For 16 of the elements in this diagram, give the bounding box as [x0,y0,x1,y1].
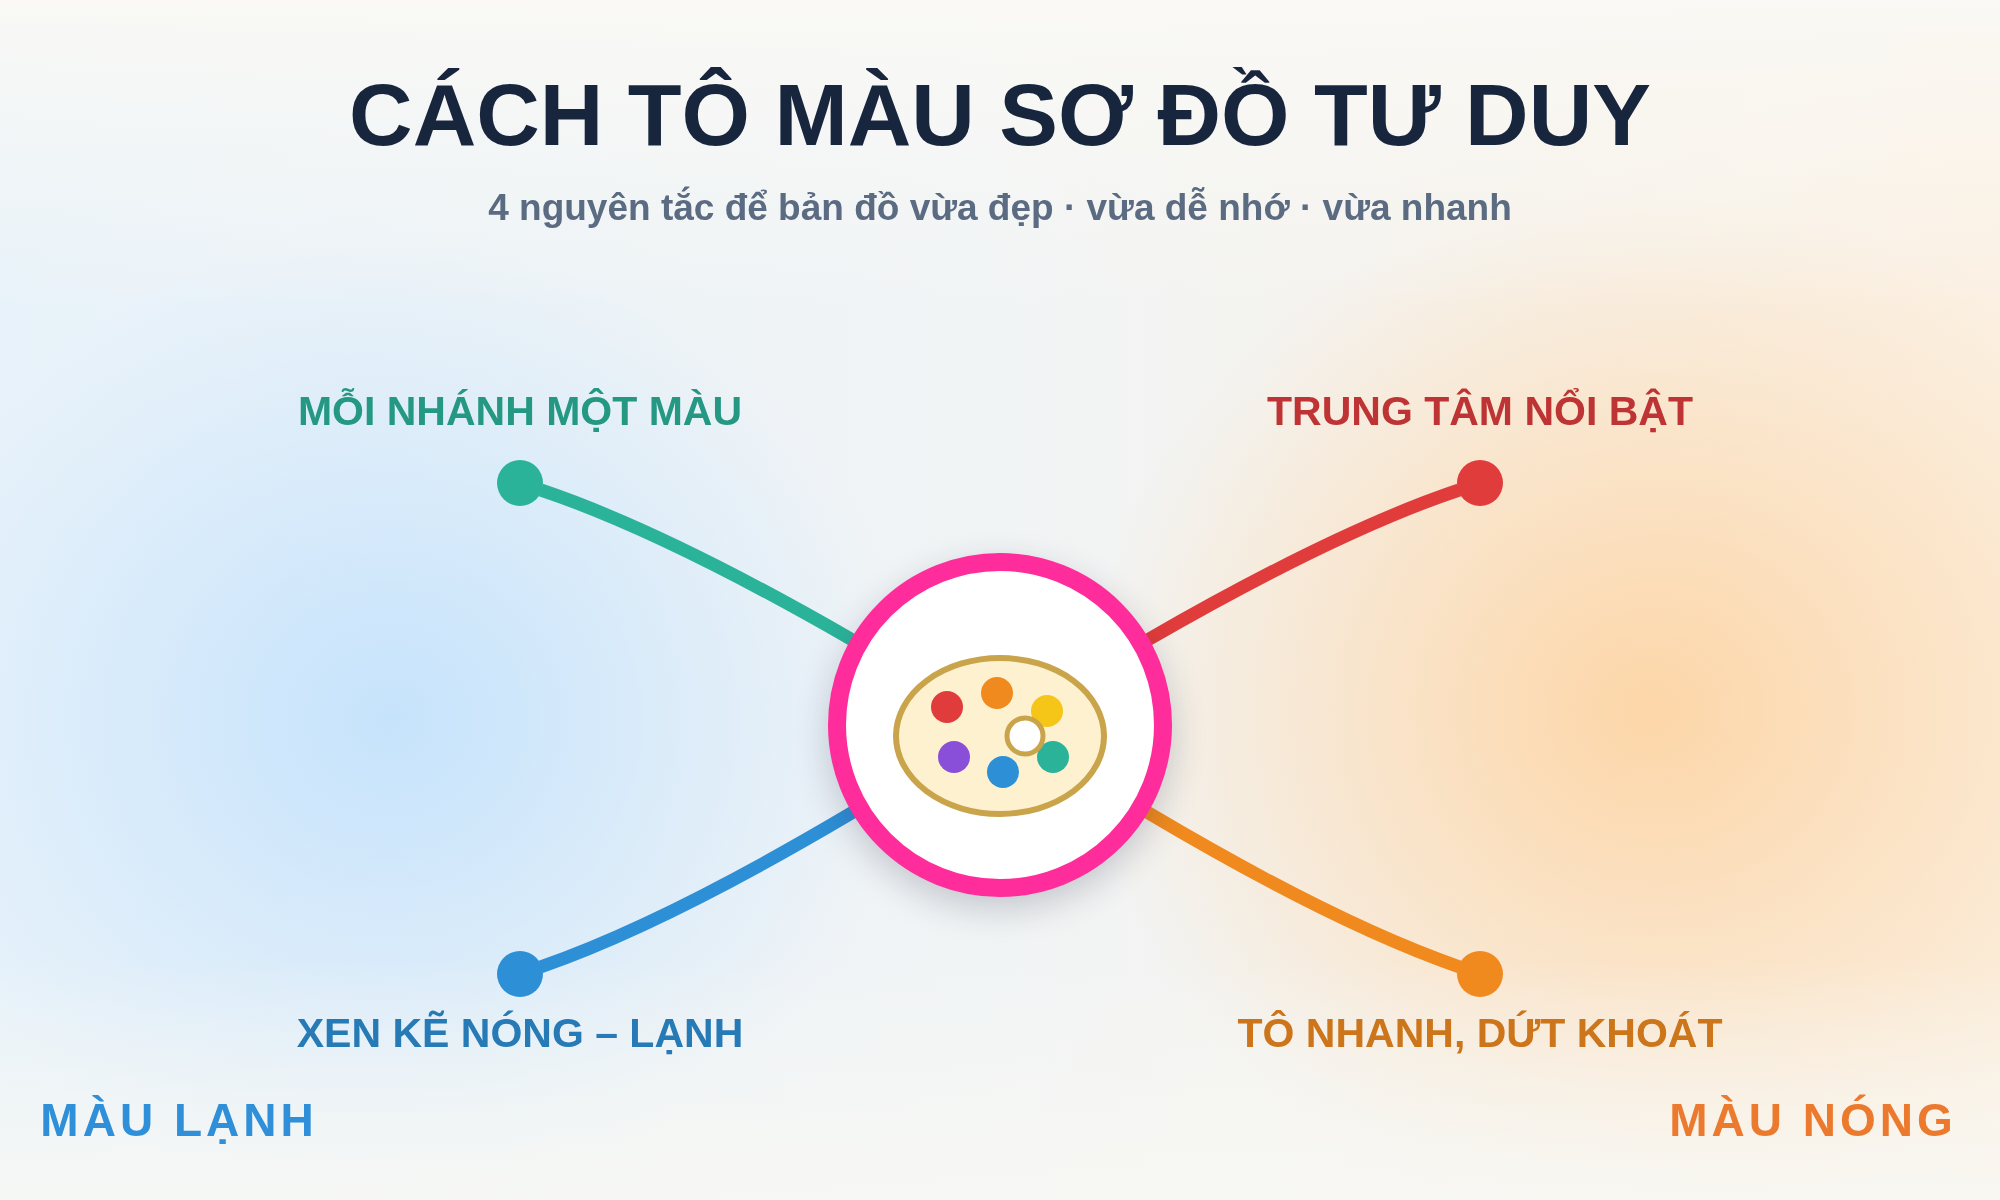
branch-label: XEN KẼ NÓNG – LẠNH [296,1009,744,1059]
branch-line [538,483,855,646]
title: CÁCH TÔ MÀU SƠ ĐỒ TƯ DUY [349,64,1651,166]
branch-label: MỖI NHÁNH MỘT MÀU [297,387,743,437]
branch-end-dot [1457,951,1503,997]
zone-label: MÀU NÓNG [1669,1093,1957,1149]
branch-line [538,806,857,973]
subtitle: 4 nguyên tắc để bản đồ vừa đẹp · vừa dễ nhớ · vừa nhanh [488,185,1512,230]
branch-end-dot [1457,460,1503,506]
branch-label: TRUNG TÂM NỔI BẬT [1267,387,1693,437]
branch-end-dot [497,460,543,506]
branch-line [1145,483,1462,646]
zone-label: MÀU LẠNH [40,1093,318,1149]
branch-end-dot [497,951,543,997]
branch-line [1143,806,1462,973]
branch-label: TÔ NHANH, DỨT KHOÁT [1237,1009,1723,1059]
